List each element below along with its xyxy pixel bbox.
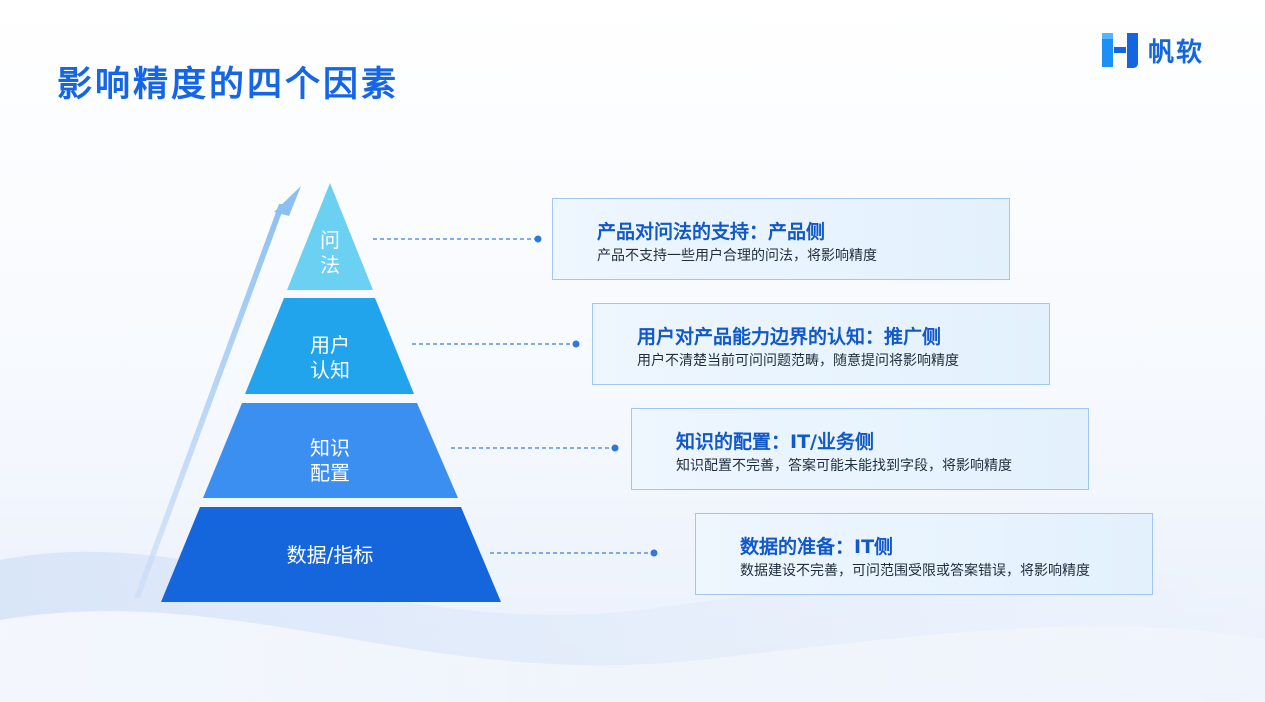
tier-2-line-1: 用户 <box>310 333 350 357</box>
tier-3-line-2: 配置 <box>310 461 350 485</box>
factor-box-user-cognition: 用户对产品能力边界的认知：推广侧 用户不清楚当前可问问题范畴，随意提问将影响精度 <box>592 303 1050 385</box>
up-arrow-icon <box>134 186 301 598</box>
factor-box-knowledge-config: 知识的配置：IT/业务侧 知识配置不完善，答案可能未能找到字段，将影响精度 <box>631 408 1089 490</box>
fanruan-logo-icon <box>1102 33 1138 68</box>
factor-description: 数据建设不完善，可问范围受限或答案错误，将影响精度 <box>740 563 1090 579</box>
factor-box-questioning: 产品对问法的支持：产品侧 产品不支持一些用户合理的问法，将影响精度 <box>552 198 1010 280</box>
tier-3-line-1: 知识 <box>310 436 350 460</box>
factor-title: 知识的配置：IT/业务侧 <box>676 431 874 453</box>
brand-logo: 帆软 <box>1100 30 1204 70</box>
page-title: 影响精度的四个因素 <box>57 65 400 105</box>
pyramid-tier-2-label: 用户 认知 <box>290 333 370 383</box>
pyramid-tier-3-shape <box>203 403 458 498</box>
pyramid-tier-3-label: 知识 配置 <box>290 436 370 486</box>
pyramid-tier-4-shape <box>161 507 501 602</box>
factor-title: 产品对问法的支持：产品侧 <box>597 221 826 243</box>
tier-1-line-2: 法 <box>320 253 340 277</box>
factor-description: 产品不支持一些用户合理的问法，将影响精度 <box>597 248 877 264</box>
factor-description: 用户不清楚当前可问问题范畴，随意提问将影响精度 <box>637 353 959 369</box>
pyramid-tier-4-label: 数据/指标 <box>250 543 410 568</box>
factor-description: 知识配置不完善，答案可能未能找到字段，将影响精度 <box>676 458 1012 474</box>
pyramid-tier-1-label: 问 法 <box>305 228 355 278</box>
factor-title: 用户对产品能力边界的认知：推广侧 <box>637 326 942 348</box>
pyramid-tier-2-shape <box>245 298 414 394</box>
factor-box-data-preparation: 数据的准备：IT侧 数据建设不完善，可问范围受限或答案错误，将影响精度 <box>695 513 1153 595</box>
logo-text: 帆软 <box>1148 37 1205 68</box>
factor-title: 数据的准备：IT侧 <box>740 536 894 558</box>
connectors <box>373 235 658 557</box>
tier-1-line-1: 问 <box>320 228 340 252</box>
pyramid-tier-1-shape <box>287 183 373 290</box>
tier-4-line-1: 数据/指标 <box>286 543 374 567</box>
tier-2-line-2: 认知 <box>310 358 350 382</box>
